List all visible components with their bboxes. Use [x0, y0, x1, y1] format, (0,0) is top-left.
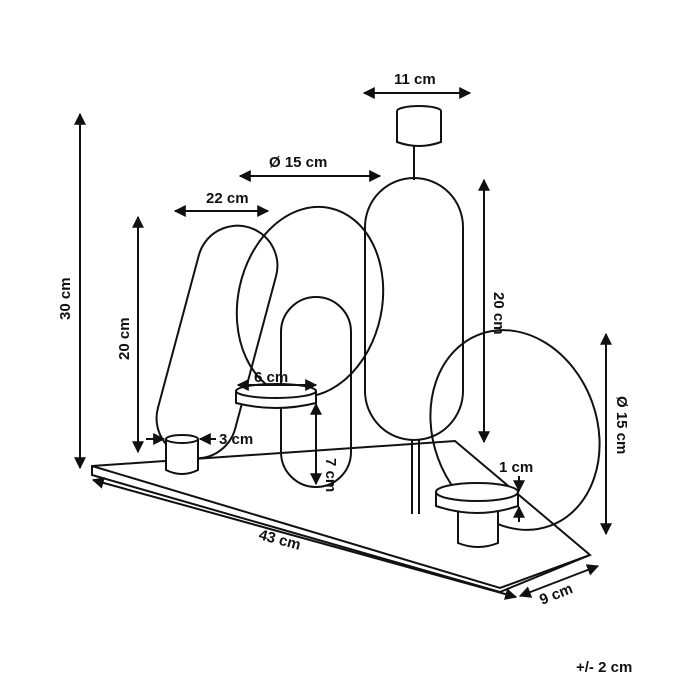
left-cup [165, 439, 199, 475]
center-cup-rim [235, 383, 317, 399]
label-center-holder-height: 7 cm [322, 458, 339, 492]
left-cup-rim [165, 434, 199, 444]
label-center-holder-width: 6 cm [254, 369, 288, 386]
label-total-height: 30 cm [57, 277, 74, 320]
label-base-depth: 9 cm [537, 580, 575, 609]
top-cup [396, 111, 442, 147]
label-top-holder: 11 cm [394, 71, 436, 88]
label-upper-ring: Ø 15 cm [269, 154, 327, 171]
tolerance-note: +/- 2 cm [576, 659, 632, 676]
dim-base-depth [518, 564, 600, 598]
tall-oval [364, 177, 464, 441]
label-left-holder-width: 3 cm [219, 431, 253, 448]
label-right-holder-height: 1 cm [499, 459, 533, 476]
left-loop [155, 224, 279, 460]
right-cup-stem [457, 510, 499, 548]
label-right-loop-height: 20 cm [490, 292, 507, 335]
label-left-loop-width: 22 cm [206, 190, 249, 207]
label-left-loop-height: 20 cm [116, 317, 133, 360]
label-right-ring: Ø 15 cm [613, 396, 630, 454]
right-cup-rim [435, 482, 519, 502]
dim-base-length [91, 477, 518, 600]
